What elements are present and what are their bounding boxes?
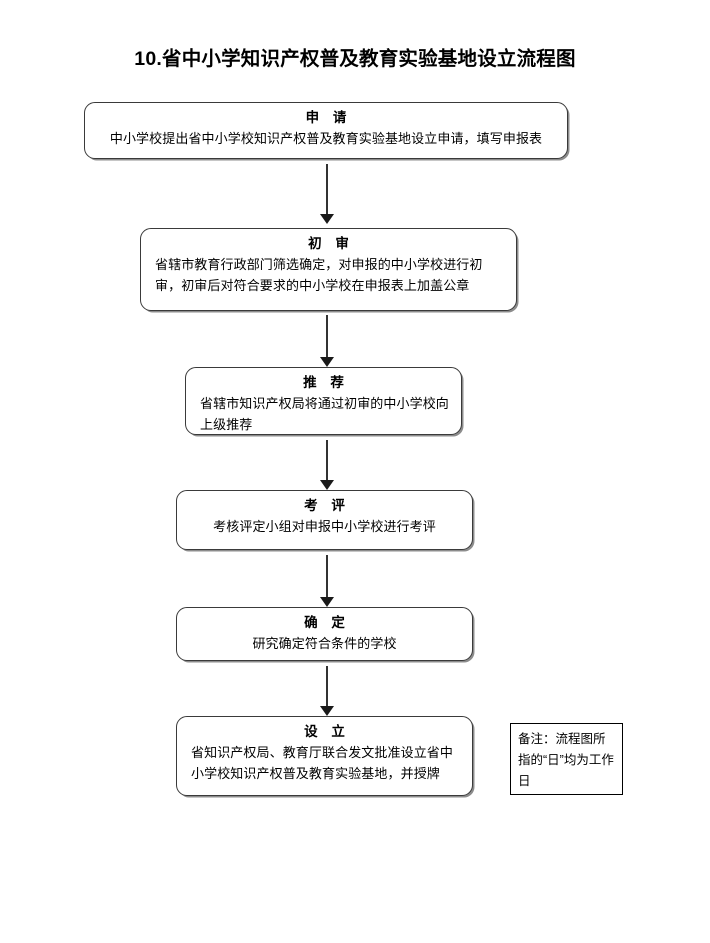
arrowhead-icon: [320, 357, 334, 367]
connector-confirm-to-establish: [320, 666, 334, 716]
flow-node-first-review-heading: 初 审: [308, 236, 354, 251]
connector-shaft: [326, 555, 328, 597]
flow-node-apply[interactable]: 申 请 中小学校提出省中小学校知识产权普及教育实验基地设立申请，填写申报表: [84, 102, 568, 159]
arrowhead-icon: [320, 214, 334, 224]
flow-node-apply-body: 中小学校提出省中小学校知识产权普及教育实验基地设立申请，填写申报表: [109, 131, 543, 146]
connector-shaft: [326, 315, 328, 357]
flow-node-confirm-body: 研究确定符合条件的学校: [252, 636, 397, 651]
flow-node-assessment-body: 考核评定小组对申报中小学校进行考评: [213, 519, 436, 534]
connector-shaft: [326, 666, 328, 706]
remark-text: 备注：流程图所指的“日”均为工作日: [518, 732, 614, 788]
flow-node-establish-heading: 设 立: [304, 724, 350, 739]
flow-node-confirm[interactable]: 确 定 研究确定符合条件的学校: [176, 607, 473, 661]
connector-apply-to-first-review: [320, 164, 334, 224]
flow-node-assessment[interactable]: 考 评 考核评定小组对申报中小学校进行考评: [176, 490, 473, 550]
page-title: 10.省中小学知识产权普及教育实验基地设立流程图: [134, 48, 576, 70]
flow-node-establish[interactable]: 设 立 省知识产权局、教育厅联合发文批准设立省中小学校知识产权普及教育实验基地，…: [176, 716, 473, 796]
flow-node-first-review-body: 省辖市教育行政部门筛选确定，对申报的中小学校进行初审，初审后对符合要求的中小学校…: [155, 257, 483, 293]
flow-node-assessment-heading: 考 评: [304, 498, 350, 513]
arrowhead-icon: [320, 706, 334, 716]
connector-shaft: [326, 164, 328, 214]
flow-node-apply-heading: 申 请: [305, 110, 352, 125]
flow-node-confirm-heading: 确 定: [304, 615, 350, 630]
connector-first-review-to-recommend: [320, 315, 334, 367]
remark-box: 备注：流程图所指的“日”均为工作日: [510, 723, 623, 795]
flow-node-first-review[interactable]: 初 审 省辖市教育行政部门筛选确定，对申报的中小学校进行初审，初审后对符合要求的…: [140, 228, 517, 311]
flow-node-recommend[interactable]: 推 荐 省辖市知识产权局将通过初审的中小学校向上级推荐: [185, 367, 462, 435]
connector-assessment-to-confirm: [320, 555, 334, 607]
arrowhead-icon: [320, 597, 334, 607]
connector-shaft: [326, 440, 328, 480]
flow-node-establish-body: 省知识产权局、教育厅联合发文批准设立省中小学校知识产权普及教育实验基地，并授牌: [191, 745, 454, 781]
arrowhead-icon: [320, 480, 334, 490]
flow-node-recommend-body: 省辖市知识产权局将通过初审的中小学校向上级推荐: [200, 396, 449, 432]
flow-node-recommend-heading: 推 荐: [303, 375, 349, 390]
connector-recommend-to-assessment: [320, 440, 334, 490]
